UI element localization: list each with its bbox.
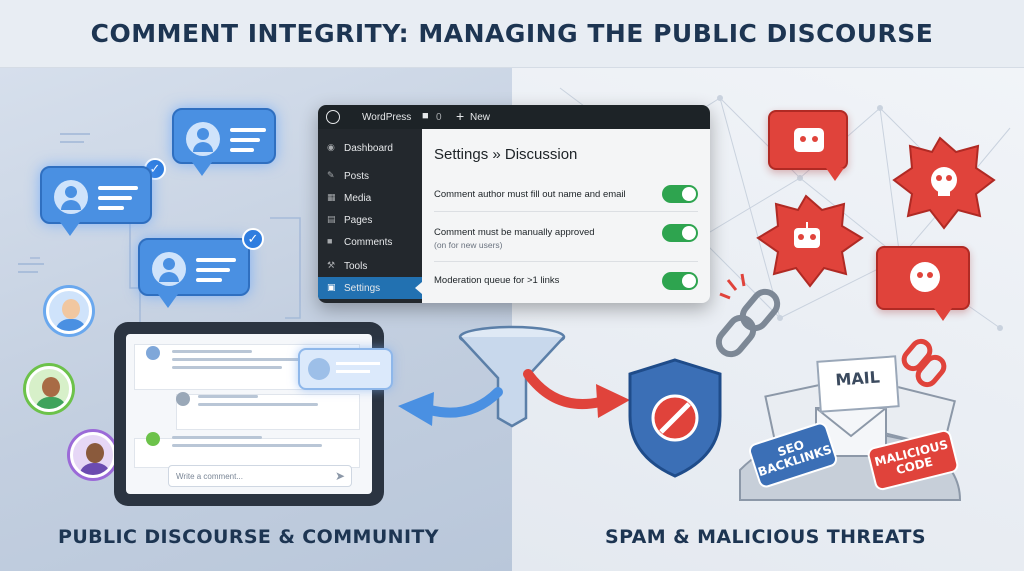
threat-badge-skull (876, 246, 970, 321)
checkmark-icon: ✓ (242, 228, 264, 250)
site-name-link[interactable]: WordPress (362, 112, 412, 123)
new-link[interactable]: New (470, 112, 491, 123)
dashboard-icon: ◉ (327, 142, 335, 152)
user-icon (186, 122, 220, 156)
community-caption: PUBLIC DISCOURSE & COMMUNITY (58, 526, 439, 548)
page-title: COMMENT INTEGRITY: MANAGING THE PUBLIC D… (90, 19, 934, 48)
threats-caption: SPAM & MALICIOUS THREATS (605, 526, 926, 548)
user-icon (152, 252, 186, 286)
user-icon (54, 180, 88, 214)
menu-item-comments[interactable]: ■ Comments (327, 236, 393, 248)
comment-bubble-incoming (298, 348, 393, 390)
comment-row (134, 438, 360, 468)
avatar (146, 432, 160, 446)
avatar-man (46, 288, 92, 334)
broken-link-icon (901, 338, 947, 388)
approve-arrow-icon (398, 387, 503, 426)
robot-icon (794, 128, 824, 152)
comment-input[interactable]: Write a comment... ➤ (168, 465, 352, 487)
skull-icon (910, 262, 940, 292)
menu-item-media[interactable]: ▦ Media (327, 192, 372, 204)
reject-arrow-icon (523, 369, 630, 418)
mail-label: MAIL (816, 355, 900, 413)
broken-link-icon (715, 288, 781, 358)
threat-badge-robot (768, 110, 848, 181)
wordpress-logo-icon[interactable] (326, 110, 340, 124)
menu-item-tools[interactable]: ⚒ Tools (327, 260, 368, 272)
wp-admin-menu: ◉ Dashboard ✎ Posts ▦ Media ▤ Pages ■ Co… (318, 129, 422, 303)
option-require-name-email: Comment author must fill out name and em… (434, 189, 626, 200)
toggle-moderation-links[interactable] (662, 272, 698, 290)
comment-input-placeholder: Write a comment... (176, 472, 243, 481)
settings-icon: ▣ (327, 282, 336, 292)
wrench-icon: ⚒ (327, 260, 336, 270)
comment-bubble-top (172, 108, 276, 176)
avatar (146, 346, 160, 360)
discussion-settings: Settings » Discussion Comment author mus… (422, 129, 710, 303)
menu-item-pages[interactable]: ▤ Pages (327, 214, 373, 226)
comment-bubble-lower (138, 238, 250, 308)
spam-burst-skull (892, 136, 996, 230)
pin-icon: ✎ (327, 170, 335, 180)
pages-icon: ▤ (327, 214, 336, 224)
menu-item-dashboard[interactable]: ◉ Dashboard (327, 142, 393, 154)
wordpress-settings-window: WordPress ■ 0 + New ◉ Dashboard ✎ Posts … (318, 105, 710, 303)
shield-block-icon (628, 358, 722, 478)
settings-heading: Settings » Discussion (434, 146, 578, 163)
spam-burst-robot (756, 194, 864, 288)
toggle-manual-approval[interactable] (662, 224, 698, 242)
toggle-require-name-email[interactable] (662, 185, 698, 203)
comment-count: 0 (436, 112, 442, 123)
media-icon: ▦ (327, 192, 336, 202)
menu-item-settings[interactable]: ▣ Settings (318, 277, 422, 299)
avatar-bearded-man (70, 432, 116, 478)
robot-icon (794, 228, 820, 248)
comment-reply-row (176, 394, 360, 430)
comment-bubble-middle (40, 166, 152, 236)
send-icon[interactable]: ➤ (334, 469, 345, 483)
title-bar: COMMENT INTEGRITY: MANAGING THE PUBLIC D… (0, 0, 1024, 68)
avatar-woman (26, 366, 72, 412)
wp-admin-bar: WordPress ■ 0 + New (318, 105, 710, 129)
comments-icon: ■ (327, 236, 333, 246)
skull-icon (931, 167, 957, 193)
menu-item-posts[interactable]: ✎ Posts (327, 170, 370, 182)
option-manual-approval: Comment must be manually approved (on fo… (434, 227, 595, 250)
comment-bubble-icon[interactable]: ■ (422, 110, 429, 122)
option-moderation-links: Moderation queue for >1 links (434, 275, 560, 286)
plus-icon[interactable]: + (456, 108, 465, 124)
avatar (176, 392, 190, 406)
